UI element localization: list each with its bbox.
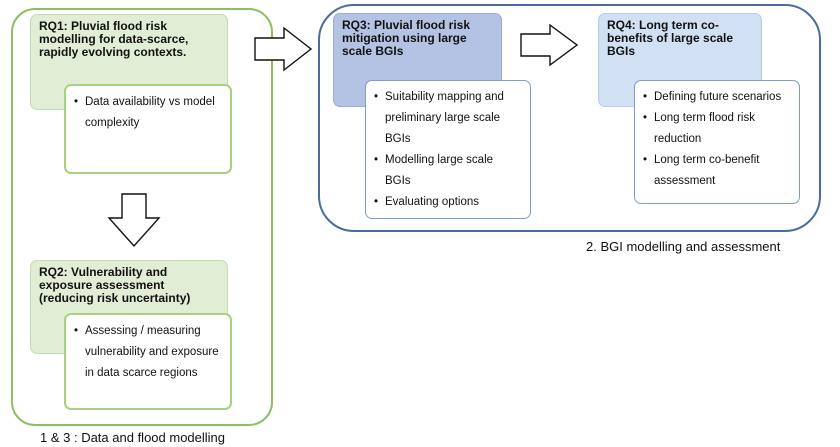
rq2-item: Assessing / measuring vulnerability and … [74,321,220,384]
rq1-item: Data availability vs model complexity [74,92,220,134]
rq4-title: RQ4: Long term co-benefits of large scal… [607,18,734,58]
rq3-title: RQ3: Pluvial flood risk mitigation using… [342,18,471,58]
rq4-item: Long term flood risk reduction [643,108,789,150]
rq4-item: Long term co-benefit assessment [643,150,789,192]
rq3-item: Suitability mapping and preliminary larg… [374,87,520,150]
rq3-details-box: Suitability mapping and preliminary larg… [365,80,531,219]
rq4-details-box: Defining future scenarios Long term floo… [634,80,800,204]
rq3-item: Modelling large scale BGIs [374,150,520,192]
down-arrow-icon [107,193,161,248]
rq2-details-box: Assessing / measuring vulnerability and … [64,313,232,410]
rq1-details-box: Data availability vs model complexity [64,84,232,174]
bgi-caption: 2. BGI modelling and assessment [586,239,781,254]
rq4-item: Defining future scenarios [643,87,789,108]
rq3-item: Evaluating options [374,192,520,213]
rq1-title: RQ1: Pluvial flood risk modelling for da… [39,19,189,59]
right-arrow-icon [520,23,579,67]
rq2-title: RQ2: Vulnerability and exposure assessme… [39,265,191,305]
data-modelling-caption: 1 & 3 : Data and flood modelling [40,430,226,445]
right-arrow-icon [254,26,313,72]
